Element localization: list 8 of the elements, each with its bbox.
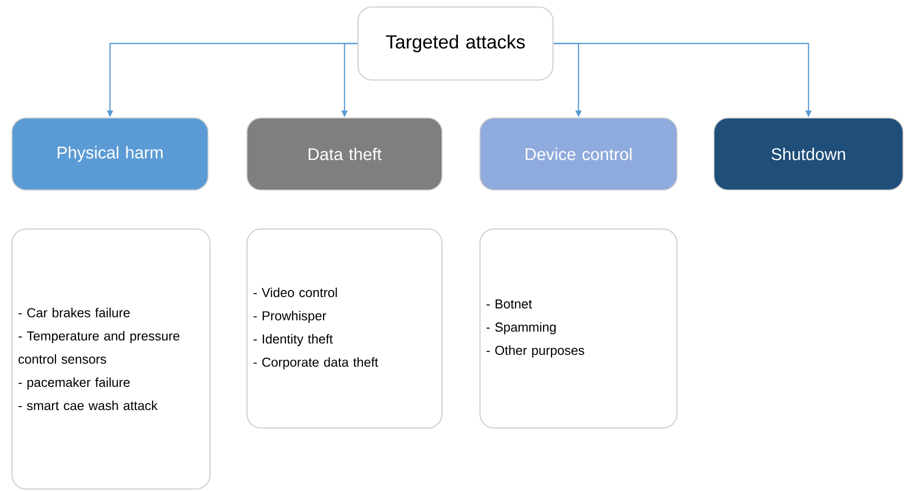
topic-box: Targeted attacks <box>358 6 554 80</box>
category-box: Data theft <box>246 118 442 190</box>
category-box: Physical harm <box>12 118 208 190</box>
category-box: Shutdown <box>714 118 904 190</box>
list-box: - Video control - Prowhisper - Identity theft - Corporate data theft <box>246 228 442 428</box>
category-box: Device control <box>480 118 678 190</box>
list-box: - Botnet - Spamming - Other purposes <box>480 228 678 428</box>
list-box: - Car brakes failure - Temperature and pressure control sensors - pacemaker failure - smart cae wash attack <box>12 228 210 490</box>
